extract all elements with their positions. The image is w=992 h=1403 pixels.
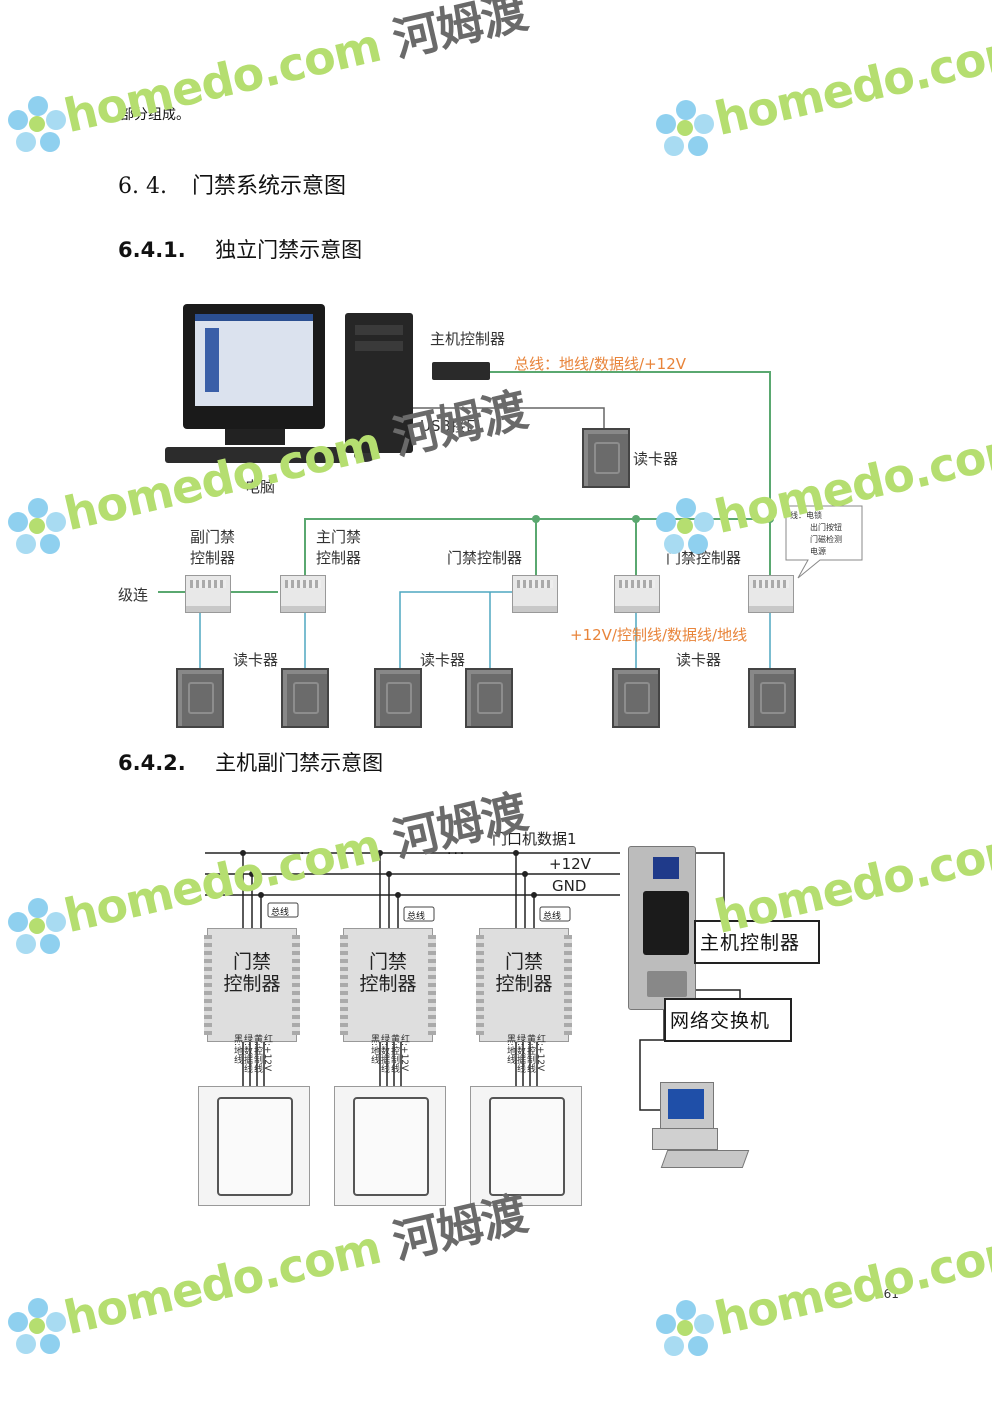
reader-label-2: 读卡器 (420, 651, 466, 669)
wire-label: +12V/控制线/数据线/地线 (570, 626, 748, 644)
pc-monitor (660, 1082, 714, 1130)
monitor (183, 304, 325, 429)
pc-keyboard (660, 1150, 750, 1168)
computer-label: 电脑 (245, 478, 276, 496)
keyboard (165, 447, 345, 463)
network-switch-box: 网络交换机 (664, 998, 792, 1042)
door-controller-3 (748, 575, 794, 613)
access-controller-1: 门禁控制器 (204, 928, 300, 1042)
card-reader-panel (470, 1086, 582, 1206)
host-controller-device (432, 362, 490, 380)
wire-labels-1: 红:+12V 黄:控制线 绿:数据线 黑:地线 (232, 1034, 272, 1074)
bus-data-label: 门口机数据1 (492, 830, 577, 848)
main-door-controller (280, 575, 326, 613)
sub-controller-label: 副门禁 控制器 (190, 528, 236, 567)
flower-logo (8, 96, 68, 156)
host-controller-label: 主机控制器 (430, 330, 506, 348)
reader-top-label: 读卡器 (633, 450, 679, 468)
callout-text: 线：电锁 出门按钮 门磁检测 电源 (790, 511, 842, 556)
subsection-title-2: 主机副门禁示意图 (215, 751, 384, 775)
section-heading: 6. 4. 门禁系统示意图 (118, 168, 346, 200)
flower-logo (656, 498, 716, 558)
bus-gnd-label: GND (552, 877, 587, 895)
card-reader (374, 668, 422, 728)
access-controller-2: 门禁控制器 (340, 928, 436, 1042)
section-title: 门禁系统示意图 (191, 174, 346, 199)
subsection-heading-2: 6.4.2. 主机副门禁示意图 (118, 747, 383, 777)
flower-logo (8, 1298, 68, 1358)
card-reader (281, 668, 329, 728)
flower-logo (656, 100, 716, 160)
cascade-label: 级连 (118, 586, 149, 604)
ellipsis-2: ··· (447, 846, 467, 862)
bus-tag: 总线 (543, 912, 562, 922)
bus-tag: 总线 (271, 908, 290, 918)
bus-12v-label: +12V (549, 855, 591, 873)
door-controller-2 (614, 575, 660, 613)
wire-labels-3: 红:+12V 黄:控制线 绿:数据线 黑:地线 (505, 1034, 545, 1074)
reader-label-1: 读卡器 (233, 651, 279, 669)
ellipsis-1: ··· (300, 846, 320, 862)
subsection-title-1: 独立门禁示意图 (215, 238, 363, 262)
subsection-heading-1: 6.4.1. 独立门禁示意图 (118, 234, 362, 264)
page-number: 161 (876, 1287, 899, 1301)
card-reader (612, 668, 660, 728)
host-controller-box: 主机控制器 (694, 920, 820, 964)
pc-tower (345, 313, 413, 453)
card-reader-top (582, 428, 630, 488)
subsection-number-2: 6.4.2. (118, 751, 186, 775)
flower-logo (656, 1300, 716, 1360)
door-controller-1 (512, 575, 558, 613)
bus-tag: 总线 (407, 912, 426, 922)
card-reader-panel (334, 1086, 446, 1206)
card-reader (465, 668, 513, 728)
section-number: 6. 4. (118, 174, 167, 199)
monitor-stand (225, 429, 285, 445)
access-controller-3: 门禁控制器 (476, 928, 572, 1042)
monitor-screen (195, 314, 313, 406)
intro-text: 部分组成。 (120, 107, 190, 123)
main-controller-label: 主门禁 控制器 (316, 528, 362, 567)
door-controller-label-2: 门禁控制器 (666, 549, 742, 567)
flower-logo (8, 898, 68, 958)
usb-label: USB接口 (420, 417, 481, 435)
card-reader (176, 668, 224, 728)
subsection-number-1: 6.4.1. (118, 238, 186, 262)
bus-label: 总线：地线/数据线/+12V (514, 355, 687, 373)
pc-case (652, 1128, 718, 1150)
door-controller-label-1: 门禁控制器 (447, 549, 523, 567)
card-reader-panel (198, 1086, 310, 1206)
diagram1-lines (158, 371, 863, 668)
reader-label-3: 读卡器 (676, 651, 722, 669)
flower-logo (8, 498, 68, 558)
door-station-device (628, 846, 696, 1010)
card-reader (748, 668, 796, 728)
sub-door-controller (185, 575, 231, 613)
wire-labels-2: 红:+12V 黄:控制线 绿:数据线 黑:地线 (369, 1034, 409, 1074)
